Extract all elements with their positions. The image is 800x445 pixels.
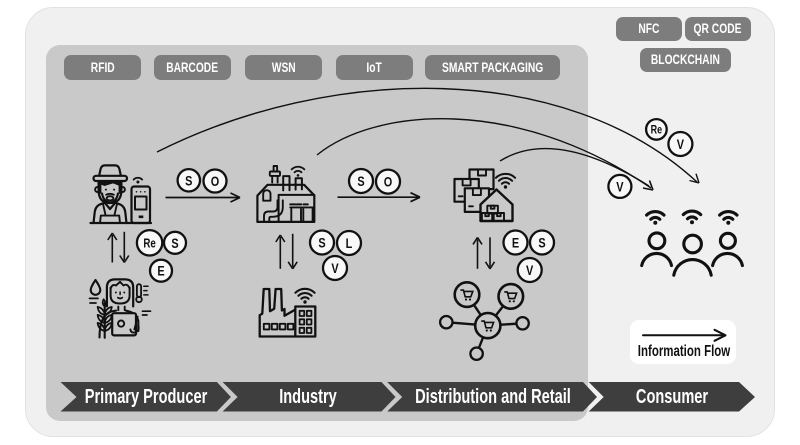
svg-text:E: E (512, 235, 519, 251)
svg-text:V: V (616, 179, 624, 195)
svg-text:S: S (538, 235, 545, 251)
svg-text:Re: Re (651, 124, 663, 136)
svg-text:S: S (318, 235, 325, 251)
svg-text:L: L (346, 236, 353, 252)
svg-text:V: V (677, 137, 685, 153)
svg-text:Re: Re (143, 237, 155, 250)
svg-text:V: V (331, 261, 339, 277)
svg-text:S: S (357, 174, 364, 190)
svg-text:O: O (211, 174, 220, 190)
svg-text:O: O (384, 174, 393, 190)
svg-text:S: S (171, 236, 178, 252)
svg-text:S: S (185, 173, 192, 189)
svg-text:V: V (526, 263, 534, 279)
svg-text:E: E (157, 263, 164, 279)
